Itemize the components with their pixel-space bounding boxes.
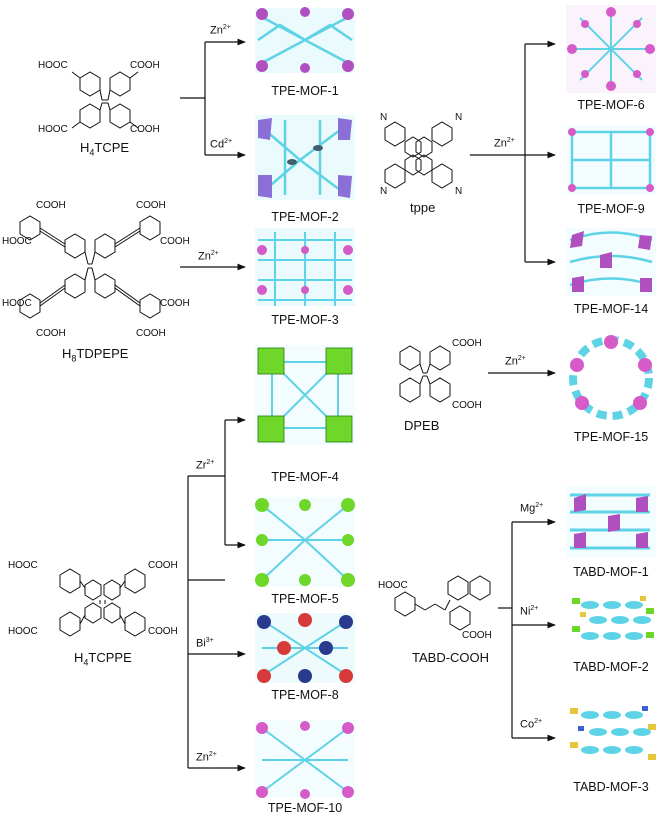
tabd-group-2: COOH (462, 630, 492, 641)
h4tcppe-group-2: COOH (148, 560, 178, 571)
tabd-group-1: HOOC (378, 580, 408, 591)
ion-label-zn: Zn2+ (198, 250, 219, 263)
h4tcpe-group-1: HOOC (38, 60, 68, 71)
mof1-structure (255, 7, 355, 73)
mof6-structure (566, 5, 656, 93)
ion-label-zn: Zn2+ (494, 137, 515, 150)
h4tcpe-group-2: COOH (130, 60, 160, 71)
mof-label-tpe-mof-9: TPE-MOF-9 (577, 202, 645, 216)
mof14-structure (566, 228, 656, 296)
tppe-n-1: N (380, 112, 388, 123)
mof-label-tpe-mof-6: TPE-MOF-6 (577, 98, 645, 112)
ion-label-cd: Cd2+ (210, 138, 233, 151)
tabd-skeleton (394, 575, 491, 631)
ion-label-bi: Bi3+ (196, 637, 214, 650)
ion-label-zn: Zn2+ (196, 751, 217, 764)
dpeb-skeleton (399, 345, 451, 403)
ion-label-zn: Zn2+ (210, 24, 231, 37)
ion-label-ni: Ni2+ (520, 605, 539, 618)
h8tdpepe-group-5: HOOC (2, 298, 32, 309)
mof-label-tabd-mof-3: TABD-MOF-3 (573, 780, 649, 794)
dpeb-group-2: COOH (452, 400, 482, 411)
mof2-structure (255, 115, 355, 200)
h8tdpepe-name: H8TDPEPE (62, 346, 129, 364)
h8tdpepe-group-6: COOH (160, 298, 190, 309)
h8tdpepe-group-4: COOH (160, 236, 190, 247)
tppe-n-2: N (455, 112, 463, 123)
tabd1-structure (566, 486, 656, 558)
h4tcppe-branch-arrows (187, 416, 246, 772)
mof9-structure (566, 125, 656, 195)
tppe-branch-arrows (470, 40, 556, 266)
h4tcppe-group-4: COOH (148, 626, 178, 637)
dpeb-group-1: COOH (452, 338, 482, 349)
mof-label-tpe-mof-15: TPE-MOF-15 (573, 430, 649, 444)
mof-label-tpe-mof-3: TPE-MOF-3 (271, 313, 339, 327)
mof-label-tabd-mof-2: TABD-MOF-2 (573, 660, 649, 674)
h4tcpe-name: H4TCPE (80, 140, 130, 158)
mof-label-tpe-mof-2: TPE-MOF-2 (271, 210, 339, 224)
mof-label-tabd-mof-1: TABD-MOF-1 (573, 565, 649, 579)
mof-label-tpe-mof-10: TPE-MOF-10 (267, 801, 343, 815)
mof-label-tpe-mof-4: TPE-MOF-4 (271, 470, 339, 484)
mof-label-tpe-mof-8: TPE-MOF-8 (271, 688, 339, 702)
ion-label-zr: Zr2+ (196, 459, 215, 472)
h4tcppe-group-1: HOOC (8, 560, 38, 571)
ion-label-mg: Mg2+ (520, 502, 544, 515)
tabd-name: TABD-COOH (412, 650, 490, 665)
tabd-branch-arrows (498, 518, 556, 742)
mof8-structure (255, 613, 355, 683)
h8tdpepe-group-8: COOH (136, 328, 166, 339)
h4tcpe-group-3: HOOC (38, 124, 68, 135)
mof5-structure (255, 497, 355, 587)
h4tcpe-group-4: COOH (130, 124, 160, 135)
tppe-n-3: N (380, 186, 388, 197)
mof10-structure (255, 720, 355, 799)
dpeb-name: DPEB (404, 418, 440, 433)
tppe-skeleton (384, 121, 453, 189)
h8tdpepe-group-1: COOH (36, 200, 66, 211)
mof4-structure (255, 345, 355, 445)
h4tcppe-group-3: HOOC (8, 626, 38, 637)
mof3-structure (255, 228, 355, 306)
h8tdpepe-group-2: COOH (136, 200, 166, 211)
h8tdpepe-skeleton (19, 215, 161, 319)
h4tcpe-skeleton (71, 71, 139, 129)
mof-label-tpe-mof-1: TPE-MOF-1 (271, 84, 339, 98)
mof-label-tpe-mof-14: TPE-MOF-14 (573, 302, 649, 316)
tppe-name: tppe (410, 200, 436, 215)
h8tdpepe-group-7: COOH (36, 328, 66, 339)
h4tcppe-skeleton (59, 568, 146, 637)
h8tdpepe-group-3: HOOC (2, 236, 32, 247)
h4tcpe-branch-arrows (180, 38, 246, 159)
tppe-n-4: N (455, 186, 463, 197)
ion-label-zn: Zn2+ (505, 355, 526, 368)
h4tcppe-name: H4TCPPE (74, 650, 132, 668)
tabd3-structure (570, 706, 656, 760)
mof-label-tpe-mof-5: TPE-MOF-5 (271, 592, 339, 606)
mof15-structure (569, 335, 653, 420)
tabd2-structure (572, 596, 654, 640)
ion-label-co: Co2+ (520, 718, 543, 731)
